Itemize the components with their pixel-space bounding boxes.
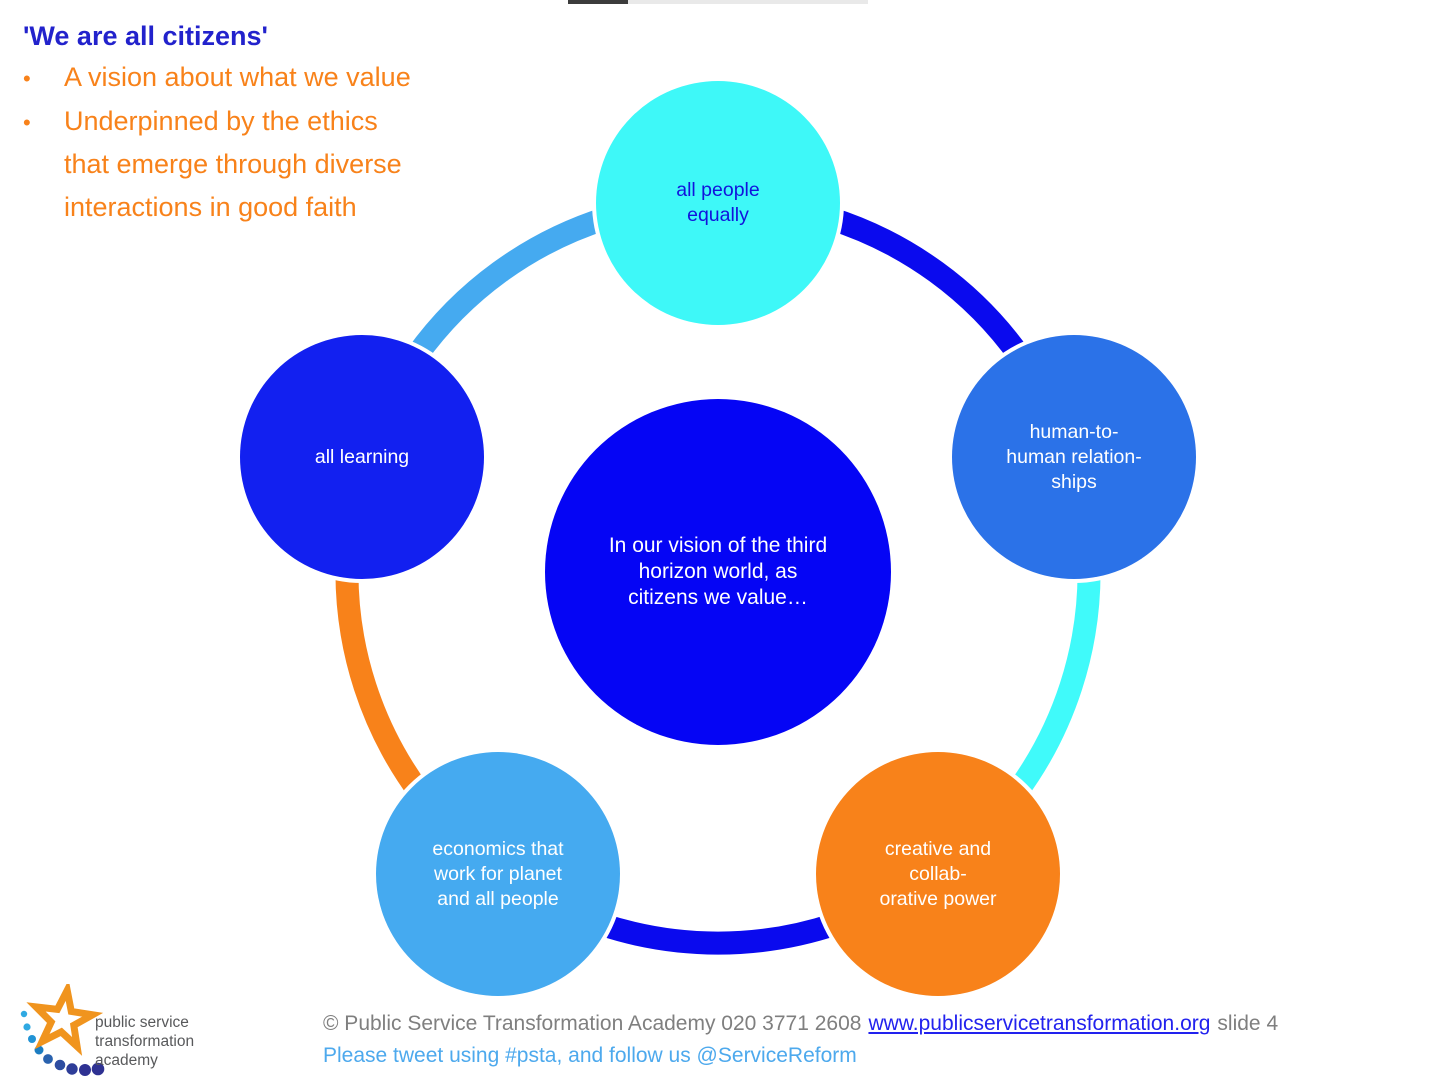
psta-logo xyxy=(8,979,120,1076)
circle-label: all people equally xyxy=(676,179,760,226)
copyright-text: © Public Service Transformation Academy … xyxy=(323,1012,862,1035)
slide-title: 'We are all citizens' xyxy=(23,21,268,51)
circle-all-people-equally: all people equally xyxy=(596,81,840,325)
psta-star-icon xyxy=(20,979,105,1076)
center-circle-label: In our vision of the third horizon world… xyxy=(608,534,828,609)
circle-creative-power: creative and collab- orative power xyxy=(816,752,1060,996)
circle-label: creative and collab- orative power xyxy=(879,837,997,910)
footer-copyright-line: © Public Service Transformation Academy … xyxy=(323,1012,1278,1036)
slide-number: slide 4 xyxy=(1217,1012,1279,1035)
circle-label: economics that work for planet and all p… xyxy=(432,837,564,910)
bullet-text: Underpinned by the ethics that emerge th… xyxy=(64,106,402,222)
top-progress-bar-fill xyxy=(568,0,628,4)
tweet-text: Please tweet using #psta, and follow us … xyxy=(323,1044,857,1067)
website-link[interactable]: www.publicservicetransformation.org xyxy=(868,1012,1211,1035)
circle-human-relationships: human-to- human relation- ships xyxy=(952,335,1196,579)
bullet-item: A vision about what we value xyxy=(23,56,543,100)
logo-wordmark: public service transformation academy xyxy=(95,1014,195,1069)
center-circle: In our vision of the third horizon world… xyxy=(545,399,891,745)
circle-label: all learning xyxy=(314,445,410,468)
top-progress-bar-track xyxy=(628,0,868,4)
circle-all-learning: all learning xyxy=(240,335,484,579)
bullet-text: A vision about what we value xyxy=(64,62,411,92)
header-block: 'We are all citizens' A vision about wha… xyxy=(23,16,543,229)
circle-label: human-to- human relation- ships xyxy=(1006,420,1142,493)
bullet-item: Underpinned by the ethics that emerge th… xyxy=(23,100,543,229)
circle-economics: economics that work for planet and all p… xyxy=(376,752,620,996)
